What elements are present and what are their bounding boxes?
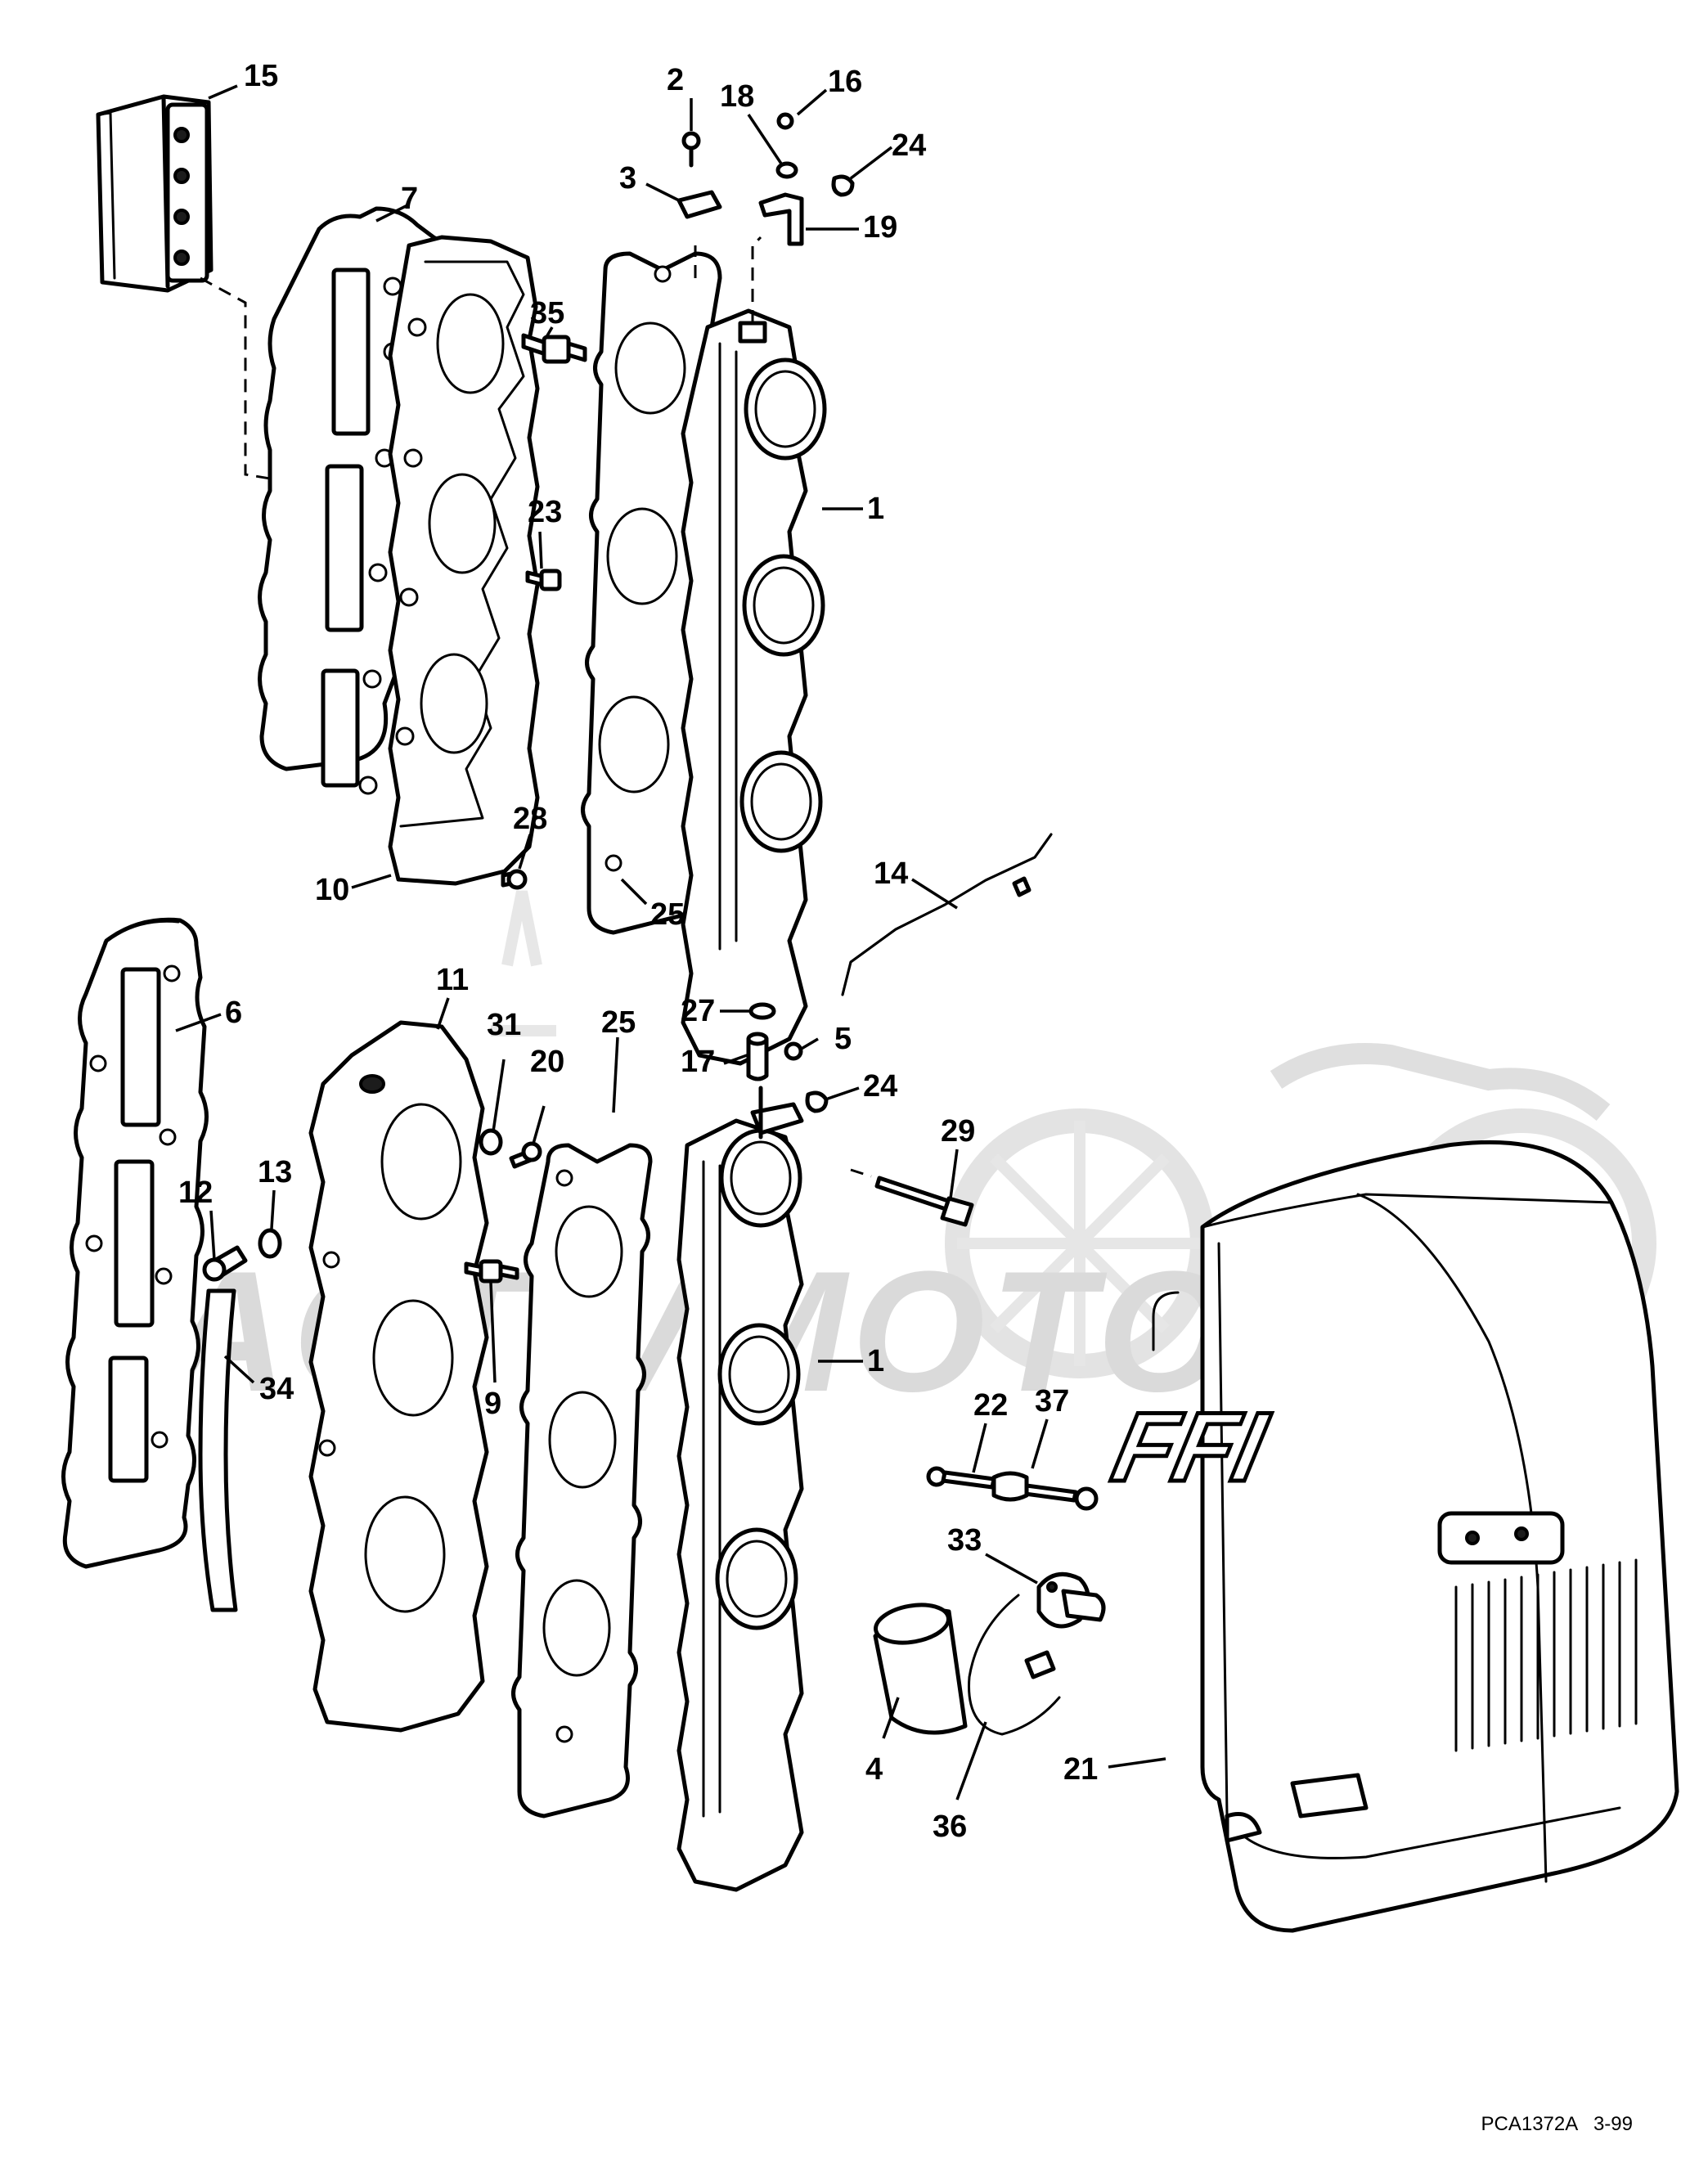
callout-24-lower: 24 — [863, 1069, 897, 1104]
callout-1-lower: 1 — [867, 1344, 884, 1378]
part-25-lower-gasket — [511, 1143, 653, 1819]
callout-17: 17 — [681, 1045, 715, 1079]
callout-25-upper: 25 — [650, 897, 685, 932]
part-20-screw — [509, 1141, 542, 1169]
part-23-screw — [525, 569, 562, 591]
callout-labels: 15 7 2 18 16 24 3 19 35 1 23 28 10 14 25… — [178, 59, 1098, 1844]
part-1-lower-manifold — [676, 1086, 804, 1892]
cover-logo: FFI — [1104, 1391, 1277, 1501]
callout-29: 29 — [941, 1114, 975, 1149]
callout-21: 21 — [1063, 1752, 1098, 1787]
callout-18: 18 — [720, 79, 754, 114]
callout-5: 5 — [834, 1022, 852, 1056]
callout-4: 4 — [865, 1752, 883, 1787]
part-24-plug-upper — [831, 174, 855, 197]
figure-reference: PCA1372A 3-99 — [1481, 2113, 1633, 2136]
part-3-bracket — [676, 190, 722, 219]
callout-37: 37 — [1035, 1384, 1069, 1418]
part-2-screw — [681, 131, 701, 168]
callout-13: 13 — [258, 1155, 292, 1189]
callout-1-upper: 1 — [867, 492, 884, 526]
part-1-upper-manifold — [681, 236, 827, 1066]
callout-19: 19 — [863, 210, 897, 245]
callout-24-upper: 24 — [892, 128, 926, 163]
part-33-fitting — [1036, 1571, 1106, 1629]
callout-23: 23 — [528, 495, 562, 529]
part-36-tie-strap — [968, 1594, 1061, 1736]
part-6-lower-gasket — [61, 917, 209, 1569]
part-19-bracket — [758, 192, 804, 246]
callout-14: 14 — [874, 856, 908, 891]
part-13-o-ring — [258, 1228, 282, 1259]
part-24-plug-lower — [805, 1090, 829, 1113]
callout-11: 11 — [436, 963, 469, 997]
callout-36: 36 — [933, 1810, 967, 1844]
part-14-link-rod — [841, 833, 1053, 996]
callout-2: 2 — [667, 63, 684, 97]
part-11-lower-intake-plate — [308, 1020, 489, 1733]
part-4-sleeve — [873, 1603, 968, 1735]
callout-34: 34 — [259, 1372, 294, 1406]
callout-16: 16 — [828, 65, 862, 99]
part-28-screw — [501, 869, 528, 890]
part-17-sleeve — [746, 1032, 769, 1081]
part-29-bolt — [850, 1168, 974, 1227]
callout-35: 35 — [530, 296, 564, 330]
part-15-cover-block — [96, 94, 295, 484]
callout-20: 20 — [530, 1045, 564, 1079]
part-31-washer — [479, 1128, 503, 1156]
part-5-screw — [784, 1041, 803, 1061]
callout-33: 33 — [947, 1523, 982, 1558]
callout-31: 31 — [487, 1008, 521, 1042]
part-21-engine-cover: FFI — [1102, 1140, 1679, 1933]
callout-22: 22 — [973, 1388, 1008, 1423]
figure-reference-code: PCA1372A — [1481, 2113, 1577, 2135]
part-27-o-ring — [748, 1002, 776, 1020]
part-34-hose — [198, 1288, 238, 1612]
callout-7: 7 — [401, 182, 418, 216]
figure-revision: 3-99 — [1593, 2113, 1633, 2135]
callout-27: 27 — [681, 994, 715, 1028]
part-9-stud — [464, 1259, 519, 1284]
part-37-connector — [991, 1471, 1029, 1502]
callout-9: 9 — [484, 1387, 501, 1421]
callout-6: 6 — [225, 996, 242, 1030]
callout-3: 3 — [619, 161, 636, 196]
part-18-washer — [775, 161, 798, 179]
callout-10: 10 — [315, 873, 349, 907]
part-35-stud — [521, 333, 587, 364]
callout-15: 15 — [244, 59, 278, 93]
callout-25-lower: 25 — [601, 1005, 636, 1040]
part-16-screw — [776, 112, 794, 130]
part-10-upper-intake-plate — [388, 235, 540, 886]
cover-vents — [1454, 1558, 1638, 1752]
leader-lines — [175, 84, 1166, 1801]
callout-28: 28 — [513, 802, 547, 836]
callout-12: 12 — [178, 1176, 213, 1210]
